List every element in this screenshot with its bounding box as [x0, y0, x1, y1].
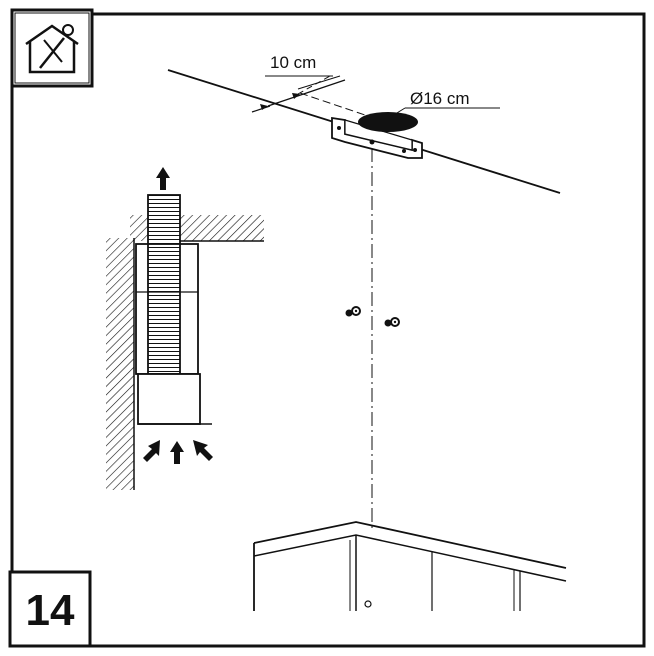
- house-installation-icon: [10, 8, 94, 88]
- spacing-label: 10 cm: [270, 53, 316, 72]
- ceiling-section: [180, 215, 264, 241]
- step-number-box: 14: [8, 570, 92, 648]
- screw-left: [345, 306, 361, 317]
- ducting-scheme-inset: [106, 167, 264, 490]
- hood-top: [253, 521, 567, 611]
- duct-hole: [358, 112, 418, 132]
- wall-section: [106, 238, 134, 490]
- flexible-duct: [147, 194, 181, 376]
- exhaust-up-arrow: [156, 167, 170, 190]
- intake-arrow-right: [193, 440, 213, 461]
- intake-arrow-left: [143, 440, 160, 462]
- diameter-label: Ø16 cm: [410, 89, 470, 108]
- intake-arrow-center: [170, 441, 184, 464]
- step-number: 14: [26, 586, 75, 635]
- diameter-dimension: Ø16 cm: [391, 89, 500, 117]
- screw-right: [384, 317, 400, 327]
- figure-frame: [10, 12, 646, 648]
- ceiling-bracket: [331, 112, 423, 159]
- spacing-dimension: 10 cm: [251, 53, 366, 116]
- hood-body: [137, 373, 201, 425]
